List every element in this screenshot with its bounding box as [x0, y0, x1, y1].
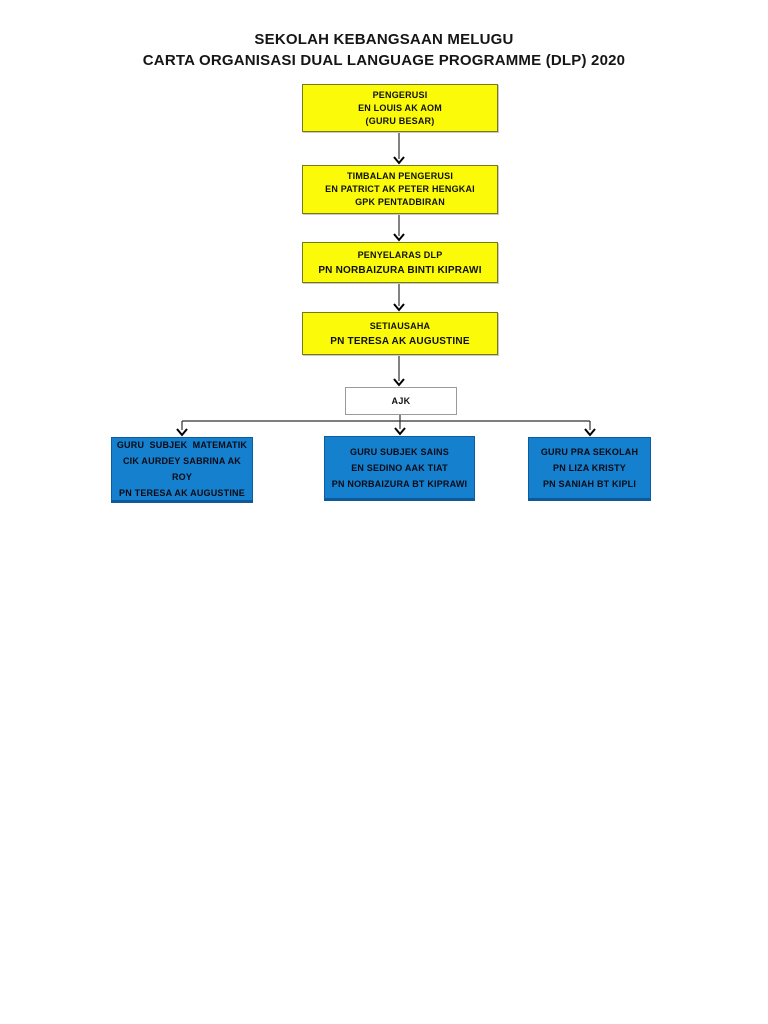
school-name: SEKOLAH KEBANGSAAN MELUGU [254, 31, 514, 48]
role-note: (GURU BESAR) [365, 115, 435, 126]
person-name: EN PATRICT AK PETER HENGKAI [325, 184, 475, 194]
role-note: GPK PENTADBIRAN [355, 197, 445, 207]
member-name: PN LIZA KRISTY [553, 463, 626, 473]
org-box-guru-pra-sekolah: GURU PRA SEKOLAH PN LIZA KRISTY PN SANIA… [528, 437, 651, 501]
chart-title: SEKOLAH KEBANGSAAN MELUGU CARTA ORGANISA… [0, 29, 768, 71]
org-box-guru-matematik: GURU SUBJEK MATEMATIK CIK AURDEY SABRINA… [111, 437, 253, 503]
member-name: PN SANIAH BT KIPLI [542, 479, 637, 489]
org-box-setiausaha: SETIAUSAHA PN TERESA AK AUGUSTINE [302, 312, 498, 355]
org-box-pengerusi: PENGERUSI EN LOUIS AK AOM (GURU BESAR) [302, 84, 498, 132]
ajk-label: AJK [391, 396, 411, 406]
committee-title: GURU PRA SEKOLAH [540, 447, 639, 457]
org-box-guru-sains: GURU SUBJEK SAINS EN SEDINO AAK TIAT PN … [324, 436, 475, 501]
committee-title: GURU SUBJEK MATEMATIK [116, 440, 248, 450]
role-title: PENYELARAS DLP [357, 249, 443, 260]
chart-subtitle: CARTA ORGANISASI DUAL LANGUAGE PROGRAMME… [142, 52, 626, 69]
member-name: CIK AURDEY SABRINA AK ROY [122, 456, 244, 482]
person-name: PN TERESA AK AUGUSTINE [330, 335, 470, 347]
org-box-ajk: AJK [345, 387, 457, 415]
committee-title: GURU SUBJEK SAINS [350, 446, 449, 457]
role-title: TIMBALAN PENGERUSI [346, 171, 454, 181]
person-name: PN NORBAIZURA BINTI KIPRAWI [318, 264, 482, 276]
person-name: EN LOUIS AK AOM [358, 102, 442, 113]
role-title: SETIAUSAHA [369, 320, 431, 331]
org-box-penyelaras-dlp: PENYELARAS DLP PN NORBAIZURA BINTI KIPRA… [302, 242, 498, 283]
member-name: PN NORBAIZURA BT KIPRAWI [331, 478, 468, 489]
member-name: PN TERESA AK AUGUSTINE [119, 488, 245, 498]
member-name: EN SEDINO AAK TIAT [351, 462, 448, 473]
role-title: PENGERUSI [372, 89, 428, 100]
org-box-timbalan-pengerusi: TIMBALAN PENGERUSI EN PATRICT AK PETER H… [302, 165, 498, 214]
